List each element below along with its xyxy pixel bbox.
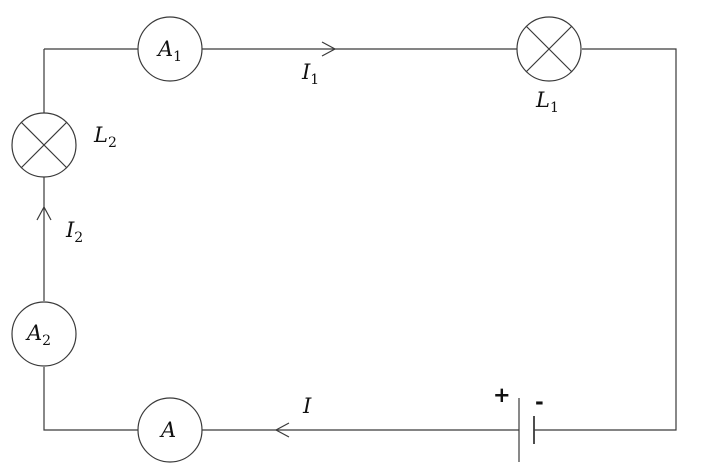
ammeter-main-ring: [137, 397, 203, 463]
battery: + -: [493, 383, 544, 462]
ammeter-a1-label: A1: [156, 37, 182, 65]
wire-left: [43, 49, 138, 431]
ammeter-a1-ring: [137, 16, 203, 82]
lamp-l1-label: L1: [535, 88, 559, 116]
current-arrow-i1: I1: [301, 41, 337, 88]
ammeter-a2-label: A2: [25, 321, 51, 349]
current-main-label: I: [302, 394, 312, 418]
ammeter-main: A: [137, 397, 203, 463]
current-arrow-main: I: [274, 394, 312, 438]
current-i1-label: I1: [301, 60, 319, 88]
wire-top: [44, 48, 677, 431]
lamp-l1-cross: [525, 25, 573, 73]
ammeter-a1: A1: [137, 16, 203, 82]
arrow-up-icon: [36, 205, 52, 221]
ammeter-main-label: A: [159, 418, 176, 442]
ammeter-a2: A2: [11, 301, 77, 367]
battery-negative-sign: -: [535, 390, 544, 414]
lamp-l2-label: L2: [93, 123, 117, 151]
arrow-right-icon: [321, 41, 337, 57]
lamp-l2-cross: [20, 121, 68, 169]
arrow-left-icon: [274, 422, 290, 438]
lamp-l2: L2: [11, 112, 117, 178]
current-i2-label: I2: [65, 218, 83, 246]
lamp-l1: L1: [516, 16, 582, 116]
ammeter-a2-ring: [11, 301, 77, 367]
battery-positive-sign: +: [493, 383, 511, 407]
current-arrow-i2: I2: [36, 205, 83, 246]
wires: [43, 48, 677, 431]
